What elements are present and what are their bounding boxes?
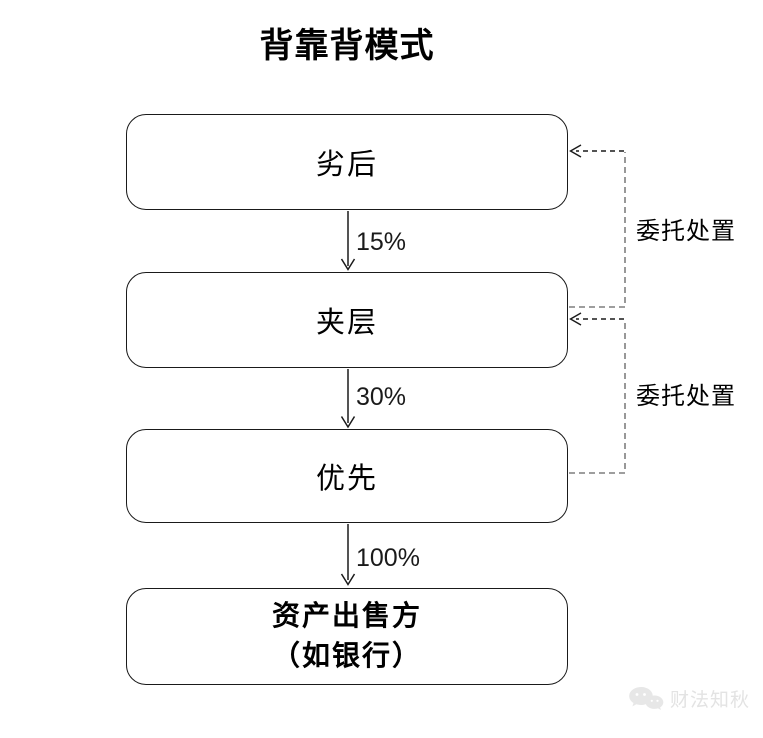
entrust-connector-2 — [569, 312, 626, 474]
flow-percentage-label-3: 100% — [356, 544, 420, 572]
flow-percentage-label-1: 15% — [356, 228, 407, 256]
flow-arrow-2 — [340, 369, 356, 429]
flow-arrow-3 — [340, 524, 356, 586]
diagram-title: 背靠背模式 — [259, 27, 435, 65]
box-label: 劣后 — [315, 149, 378, 181]
watermark: 财法知秋 — [627, 685, 750, 712]
flow-arrow-1 — [340, 211, 356, 271]
box-label: 优先 — [315, 463, 378, 495]
box-mezzanine-tranche: 夹层 — [126, 272, 568, 368]
box-asset-seller: 资产出售方 （如银行） — [126, 588, 568, 685]
wechat-icon — [629, 687, 664, 710]
entrust-connector-1 — [569, 144, 626, 308]
box-senior-tranche: 优先 — [126, 429, 568, 523]
box-subordinate-tranche: 劣后 — [126, 114, 568, 210]
entrust-disposal-label-1: 委托处置 — [636, 219, 736, 245]
watermark-text: 财法知秋 — [670, 690, 751, 711]
entrust-disposal-label-2: 委托处置 — [636, 384, 736, 410]
flow-percentage-label-2: 30% — [356, 383, 407, 411]
box-label: 资产出售方 （如银行） — [271, 600, 422, 672]
box-label: 夹层 — [315, 307, 378, 339]
